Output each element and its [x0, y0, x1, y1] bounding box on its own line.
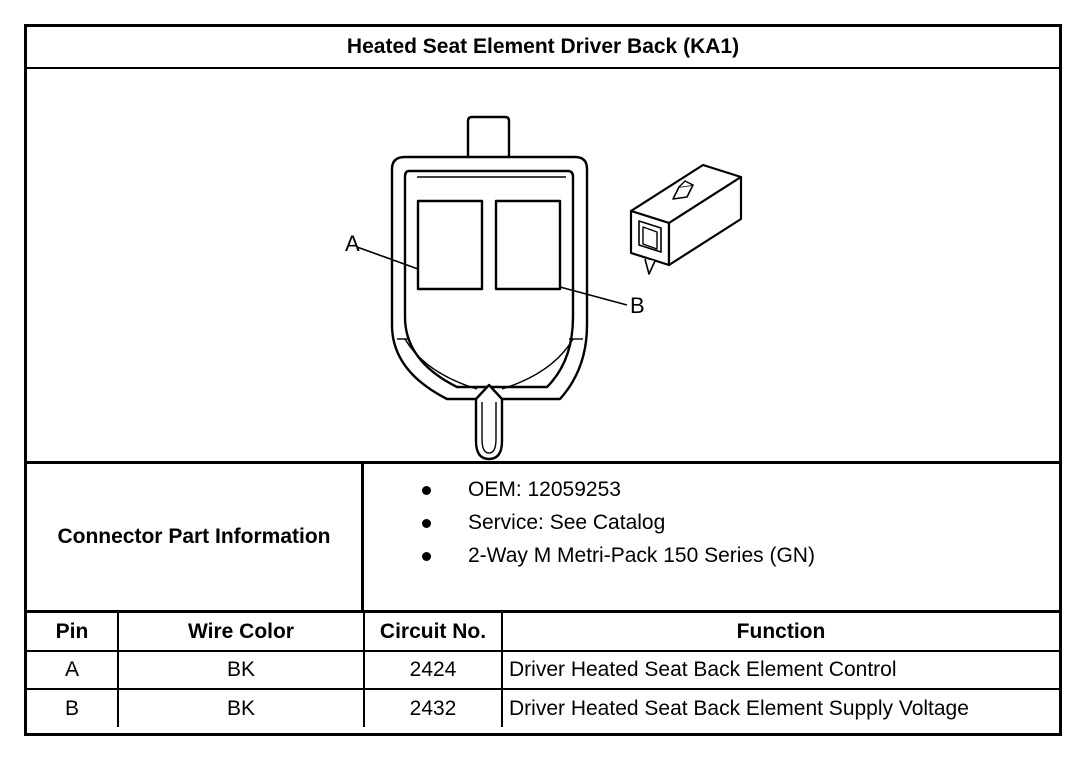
function-cell: Driver Heated Seat Back Element Supply V…: [501, 688, 1059, 727]
wire-color-cell: BK: [117, 650, 365, 690]
cavity-b: [494, 199, 562, 291]
column-header-circuit-no: Circuit No.: [363, 613, 503, 652]
table-row: B BK 2432 Driver Heated Seat Back Elemen…: [27, 688, 1059, 727]
callout-b: B: [630, 293, 645, 318]
housing-inner: [403, 169, 575, 389]
connector-info-item: 2-Way M Metri-Pack 150 Series (GN): [364, 542, 1059, 575]
bullet-icon: [422, 552, 431, 561]
pin-table-header-row: Pin Wire Color Circuit No. Function: [27, 613, 1059, 652]
column-header-function: Function: [501, 613, 1059, 652]
callout-a: A: [345, 231, 360, 256]
connector-drawing: A B: [27, 69, 1059, 463]
column-header-pin: Pin: [27, 613, 119, 652]
bullet-icon: [422, 519, 431, 528]
callout-a-leader: [356, 246, 419, 270]
connector-sheet: Heated Seat Element Driver Back (KA1): [24, 24, 1062, 736]
bottom-key: [474, 399, 504, 461]
connector-info-list: OEM: 12059253 Service: See Catalog 2-Way…: [364, 464, 1059, 622]
top-latch-tab: [466, 115, 511, 161]
cavity-a: [416, 199, 484, 291]
function-cell: Driver Heated Seat Back Element Control: [501, 650, 1059, 690]
connector-info-label: Connector Part Information: [27, 464, 364, 610]
bullet-icon: [422, 486, 431, 495]
page-title: Heated Seat Element Driver Back (KA1): [27, 27, 1059, 69]
callout-b-leader: [559, 286, 628, 306]
wire-color-cell: BK: [117, 688, 365, 727]
connector-info-item: Service: See Catalog: [364, 509, 1059, 542]
connector-info-item: OEM: 12059253: [364, 476, 1059, 509]
pin-cell: B: [27, 688, 119, 727]
table-row: A BK 2424 Driver Heated Seat Back Elemen…: [27, 650, 1059, 690]
circuit-no-cell: 2432: [363, 688, 503, 727]
connector-part-information: Connector Part Information OEM: 12059253…: [27, 461, 1059, 613]
pin-cell: A: [27, 650, 119, 690]
pin-table: Pin Wire Color Circuit No. Function A BK…: [27, 613, 1059, 727]
circuit-no-cell: 2424: [363, 650, 503, 690]
column-header-wire-color: Wire Color: [117, 613, 365, 652]
connector-face-view: A B: [345, 115, 743, 461]
connector-isometric-view: [629, 163, 743, 275]
